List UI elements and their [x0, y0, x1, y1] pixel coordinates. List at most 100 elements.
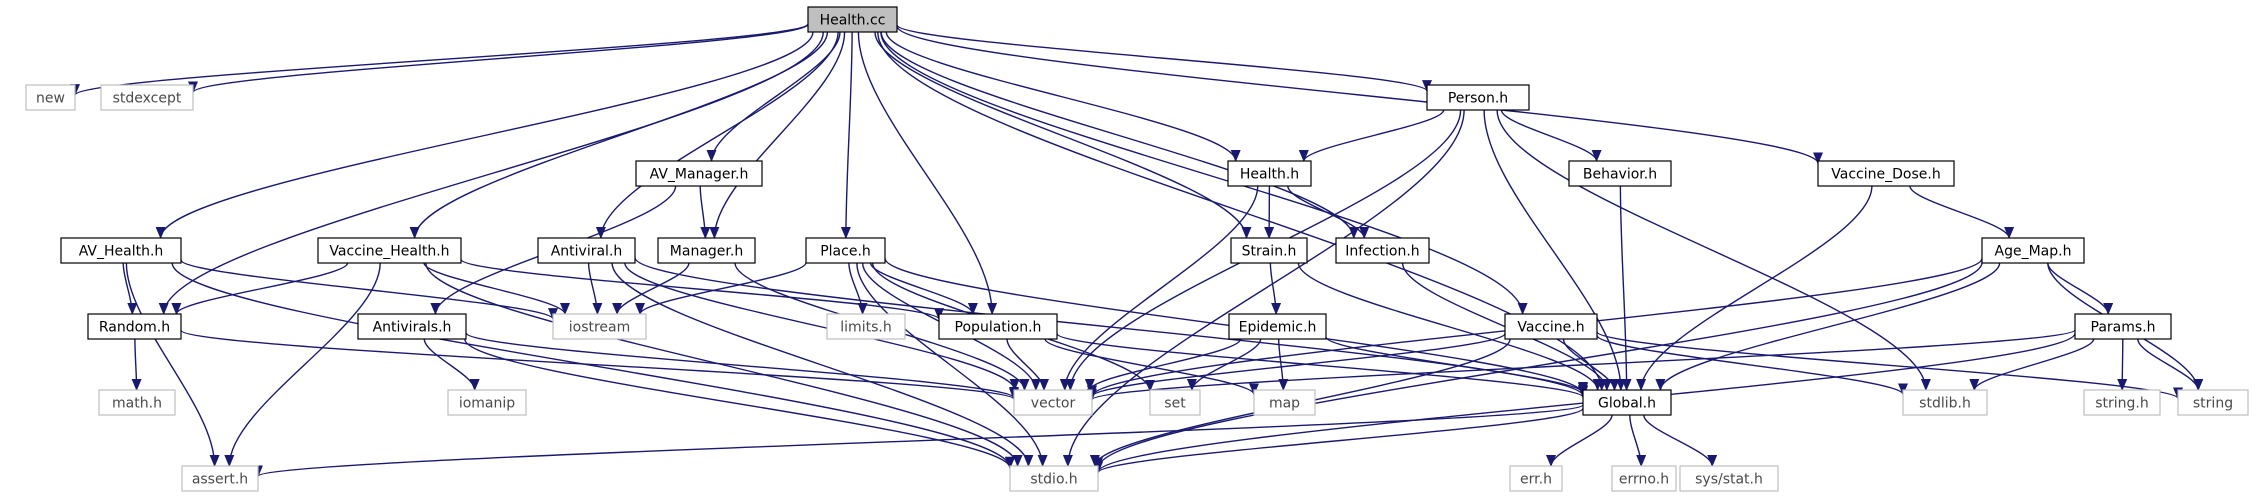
node-antiviral_h[interactable]: Antiviral.h	[537, 237, 636, 264]
node-label: Person.h	[1448, 91, 1508, 107]
node-set: set	[1149, 389, 1201, 416]
edge-person_h-to-stdio_h	[1062, 109, 1465, 467]
node-box	[2074, 313, 2172, 340]
node-string_h: string.h	[2083, 389, 2161, 416]
edge-av_health_h-to-assert_h	[125, 262, 220, 467]
node-random_h[interactable]: Random.h	[87, 313, 182, 340]
node-box	[1013, 389, 1093, 416]
edge-health_cc-to-health_h	[885, 31, 1241, 162]
edge-health_cc-to-place_h	[840, 31, 853, 239]
node-box	[1230, 237, 1308, 264]
node-params_h[interactable]: Params.h	[2074, 313, 2172, 340]
node-strain_h[interactable]: Strain.h	[1230, 237, 1308, 264]
node-label: Infection.h	[1345, 244, 1419, 260]
node-box	[1009, 465, 1099, 492]
edge-health_cc-to-global_h	[877, 31, 1607, 391]
node-label: new	[36, 91, 65, 107]
node-box	[60, 237, 182, 264]
edge-place_h-to-iostream	[635, 262, 807, 315]
edge-population_h-to-map	[1044, 338, 1259, 396]
node-box	[447, 389, 527, 416]
edge-global_h-to-stdio_h	[1093, 407, 1584, 474]
node-av_health_h[interactable]: AV_Health.h	[60, 237, 182, 264]
edge-manager_h-to-iostream	[612, 262, 690, 315]
edge-person_h-to-stdlib_h	[1496, 109, 1931, 391]
dependency-nodes: Health.cc new stdexcept Person.hAV_Manager.…	[25, 6, 2249, 492]
edge-antiviral_h-to-iostream	[587, 262, 603, 315]
node-box	[1228, 313, 1327, 340]
node-label: stdexcept	[113, 91, 182, 107]
node-infection_h[interactable]: Infection.h	[1335, 237, 1430, 264]
node-label: Antiviral.h	[551, 244, 623, 260]
edge-random_h-to-vector	[180, 329, 1019, 401]
node-av_manager_h[interactable]: AV_Manager.h	[635, 160, 763, 187]
node-box	[1981, 237, 2085, 264]
node-label: stdio.h	[1030, 472, 1077, 488]
node-health_h[interactable]: Health.h	[1227, 160, 1312, 187]
node-box	[826, 313, 906, 340]
node-label: Random.h	[99, 320, 170, 336]
node-stdio_h: stdio.h	[1009, 465, 1099, 492]
node-vaccine_dose_h[interactable]: Vaccine_Dose.h	[1817, 160, 1955, 187]
node-vaccine_h[interactable]: Vaccine.h	[1504, 313, 1598, 340]
edge-epidemic_h-to-map	[1278, 338, 1289, 391]
node-vaccine_health_h[interactable]: Vaccine_Health.h	[317, 237, 462, 264]
node-label: Age_Map.h	[1995, 244, 2072, 260]
node-label: Vaccine_Health.h	[329, 244, 449, 260]
edge-age_map_h-to-global_h	[1655, 262, 2001, 391]
edge-params_h-to-string	[2137, 338, 2204, 391]
edge-av_health_h-to-stdio_h	[171, 262, 1015, 469]
node-population_h[interactable]: Population.h	[938, 313, 1058, 340]
node-epidemic_h[interactable]: Epidemic.h	[1228, 313, 1327, 340]
node-label: Manager.h	[670, 244, 743, 260]
node-label: Params.h	[2091, 320, 2156, 336]
edge-params_h-to-stdlib_h	[1969, 338, 2095, 391]
edge-av_health_h-to-iostream	[180, 259, 558, 321]
node-antivirals_h[interactable]: Antivirals.h	[357, 313, 467, 340]
node-manager_h[interactable]: Manager.h	[657, 237, 756, 264]
node-iomanip: iomanip	[447, 389, 527, 416]
node-box	[1679, 465, 1779, 492]
edge-random_h-to-math_h	[131, 338, 142, 391]
node-label: Antivirals.h	[373, 320, 452, 336]
edge-health_cc-to-vaccine_h	[880, 31, 1528, 315]
edge-antiviral_h-to-vector	[624, 262, 1020, 391]
edge-vaccine_h-to-stdlib_h	[1596, 334, 1908, 396]
node-box	[1253, 389, 1316, 416]
node-label: limits.h	[840, 320, 891, 336]
node-label: Epidemic.h	[1239, 320, 1317, 336]
edge-vaccine_health_h-to-iostream	[423, 262, 570, 315]
node-box	[87, 313, 182, 340]
node-label: Vaccine_Dose.h	[1831, 167, 1940, 183]
edge-antivirals_h-to-stdio_h	[464, 338, 1015, 470]
edge-vaccine_dose_h-to-global_h	[1636, 185, 1873, 391]
edge-health_cc-to-stdexcept	[188, 23, 809, 94]
node-string: string	[2177, 389, 2249, 416]
node-box	[2177, 389, 2249, 416]
edge-params_h-to-vector	[1087, 329, 2076, 401]
edge-person_h-to-global_h	[1483, 109, 1626, 391]
edge-health_cc-to-person_h	[896, 24, 1432, 93]
node-assert_h: assert.h	[181, 465, 259, 492]
node-health_cc[interactable]: Health.cc	[807, 6, 898, 33]
node-label: AV_Health.h	[79, 244, 164, 260]
node-global_h[interactable]: Global.h	[1582, 389, 1672, 416]
node-behavior_h[interactable]: Behavior.h	[1568, 160, 1672, 187]
node-place_h[interactable]: Place.h	[805, 237, 886, 264]
node-limits_h: limits.h	[826, 313, 906, 340]
node-label: errno.h	[1619, 472, 1669, 488]
edge-place_h-to-stdio_h	[856, 262, 1048, 467]
edge-health_cc-to-vaccine_health_h	[409, 31, 829, 239]
edge-health_cc-to-infection_h	[880, 31, 1359, 239]
node-person_h[interactable]: Person.h	[1426, 84, 1530, 111]
edge-vaccine_dose_h-to-age_map_h	[1909, 185, 2015, 239]
edge-antivirals_h-to-vector	[465, 332, 1019, 399]
node-new: new	[25, 84, 76, 111]
edge-health_h-to-infection_h	[1287, 185, 1370, 239]
node-box	[537, 237, 636, 264]
edge-health_cc-to-population_h	[857, 31, 998, 315]
node-age_map_h[interactable]: Age_Map.h	[1981, 237, 2085, 264]
node-box	[1568, 160, 1672, 187]
dependency-edges	[70, 23, 2204, 478]
